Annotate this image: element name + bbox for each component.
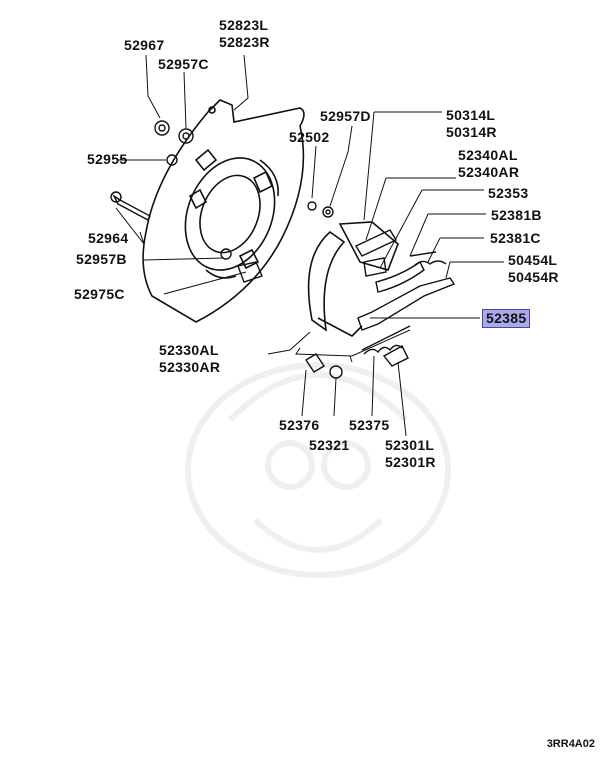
label-52330: 52330AL 52330AR <box>159 342 221 375</box>
label-52381B: 52381B <box>491 207 542 223</box>
label-52340: 52340AL 52340AR <box>458 147 520 180</box>
label-52385-highlighted[interactable]: 52385 <box>482 309 531 328</box>
label-50454: 50454L 50454R <box>508 252 559 285</box>
label-52381C: 52381C <box>490 230 541 246</box>
label-52823L: 52823L <box>219 17 269 33</box>
watermark-emblem <box>185 362 451 578</box>
label-52375: 52375 <box>349 417 390 433</box>
label-52376: 52376 <box>279 417 320 433</box>
leader-lines <box>115 54 504 437</box>
label-52964: 52964 <box>88 230 129 246</box>
label-52975C: 52975C <box>74 286 125 302</box>
label-52353: 52353 <box>488 185 529 201</box>
label-52957C: 52957C <box>158 56 209 72</box>
label-52823R: 52823R <box>219 34 270 50</box>
diagram-code: 3RR4A02 <box>546 738 595 750</box>
label-52502: 52502 <box>289 129 330 145</box>
label-52967: 52967 <box>124 37 165 53</box>
label-52957B: 52957B <box>76 251 127 267</box>
left-hardware <box>110 120 334 283</box>
label-52955: 52955 <box>87 151 128 167</box>
label-52301: 52301L 52301R <box>385 437 436 470</box>
label-52823: 52823L 52823R <box>219 17 270 51</box>
hardware-group-bracket <box>295 329 411 363</box>
parking-brake-mechanism <box>305 229 456 379</box>
label-52321: 52321 <box>309 437 350 453</box>
label-52957D: 52957D <box>320 108 371 124</box>
brake-shoe <box>307 221 399 337</box>
label-50314: 50314L 50314R <box>446 107 497 140</box>
